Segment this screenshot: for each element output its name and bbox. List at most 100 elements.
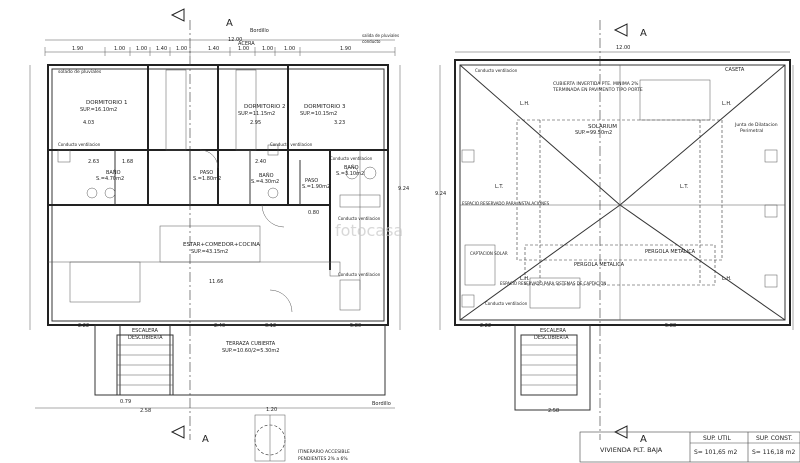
roof-dim-total: 12.00 [616,45,630,51]
note-conducto-3: Conducto ventilacion [330,156,373,161]
room-bano-3-area: S.=3.10m2 [336,171,364,177]
street-label-bottom: Bordillo [372,401,391,407]
drawing-labels: A A A A Bordillo ACERA Bordillo salida d… [58,18,795,462]
room-bano-1: BAÑO [106,169,121,176]
dim-top-5: 1.00 [176,46,187,52]
roof-espacio-1: ESPACIO RESERVADO PARA INSTALACIONES [462,201,550,206]
dim-bottom-1: 2.22 [78,323,89,329]
room-dormitorio-2: DORMITORIO 2 [244,104,285,110]
dim-side-1: 9.24 [398,186,409,192]
dim-inner-3: 3.23 [334,120,345,126]
section-marker-left-top: A [226,18,233,29]
dim-top-3: 1.00 [136,46,147,52]
dim-bottom-2: 2.40 [214,323,225,329]
dim-top-7: 1.00 [238,46,249,52]
roof-lh-2: L.H. [722,101,732,107]
area-table [579,431,800,463]
dim-inner-4: 2.63 [88,159,99,165]
room-dormitorio-3: DORMITORIO 3 [304,104,346,110]
room-bano-3: BAÑO [344,164,359,171]
note-rainwater: salida de pluviales [362,33,399,38]
ground-floor-plan [29,8,401,462]
ramp-label: ITINERARIO ACCESIBLE [298,449,350,455]
note-rainwater-2: conducto [362,39,381,44]
table-header-util: SUP. UTIL [703,435,732,442]
room-bano-2-area: S.=4.30m2 [251,179,279,185]
roof-conducto-2: Conducto ventilacion [485,301,528,306]
street-label-sidewalk: ACERA [238,41,255,47]
table-value-util: S= 101,65 m2 [694,449,737,456]
roof-lh-3: L.H. [520,276,530,282]
room-bano-2: BAÑO [259,172,274,179]
roof-cubierta-note-2: TERMINADA EN PAVIMENTO TIPO PORTE [552,87,643,93]
dim-inner-1: 4.03 [83,120,94,126]
roof-junta: Junta de Dilatacion [734,122,778,128]
roof-dim-side: 9.24 [435,191,446,197]
street-label-top: Bordillo [250,28,269,34]
roof-lh-1: L.H. [520,101,530,107]
table-header-const: SUP. CONST. [756,435,793,442]
note-conducto-1: Conducto ventilacion [58,142,101,147]
dim-total-width: 12.00 [228,37,242,43]
room-paso-1-area: S.=1.80m2 [193,176,221,182]
table-value-const: S= 116,18 m2 [752,449,795,456]
dim-inner-5: 1.68 [122,159,133,165]
dim-inner-7: 11.66 [209,279,223,285]
room-paso-2: PASO [305,178,318,184]
section-marker-left-bottom: A [202,434,209,445]
room-dormitorio-1-area: SUP.=16.10m2 [80,107,117,113]
dim-bottom-5: 0.79 [120,399,131,405]
room-dormitorio-1: DORMITORIO 1 [86,100,127,106]
room-bano-1-area: S.=4.70m2 [96,176,124,182]
note-solado-plavidas: solado de pluviales [58,69,102,75]
roof-escalera-2: DESCUBIERTA [534,335,569,341]
section-marker-right-top: A [640,28,647,39]
dim-bottom-4: 5.80 [350,323,361,329]
roof-solarium-area: SUP.=99.50m2 [575,130,612,136]
roof-espacio-2: ESPACIO RESERVADO PARA SISTEMAS DE CAPTA… [500,281,606,286]
room-escalera: ESCALERA [132,328,158,334]
dim-bottom-6: 2.58 [140,408,151,414]
roof-escalera: ESCALERA [540,328,566,334]
room-escalera-2: DESCUBIERTA [128,335,163,341]
ramp-slope: PENDIENTES 2% a 6% [298,456,348,462]
roof-pergola: PERGOLA METALICA [645,249,696,255]
dim-inner-8: 0.80 [308,210,319,216]
roof-solarium: SOLARIUM [588,124,617,130]
dim-inner-2: 2.95 [250,120,261,126]
table-title: VIVIENDA PLT. BAJA [600,446,663,454]
room-terraza-area: SUP.=10.60/2=5.30m2 [222,348,279,354]
dim-bottom-3: 0.12 [265,323,276,329]
roof-lh-4: L.H. [722,276,732,282]
roof-cubierta-note-1: CUBIERTA INVERTIDA PTE. MINIMA 2% [553,81,639,87]
note-conducto-5: Conducto ventilacion [338,272,381,277]
roof-lt-2: L.T. [680,184,689,190]
roof-plan [439,20,794,440]
dim-top-8: 1.00 [262,46,273,52]
roof-dim-bottom-1: 2.22 [480,323,491,329]
roof-dim-stair: 2.58 [548,408,559,414]
roof-lt-1: L.T. [495,184,504,190]
dim-top-4: 1.40 [156,46,167,52]
room-estar: ESTAR+COMEDOR+COCINA [183,242,260,248]
roof-caseta: CASETA [725,67,745,73]
room-paso-1: PASO [200,170,213,176]
roof-captacion: CAPTACION SOLAR [470,251,508,256]
dim-top-9: 1.00 [284,46,295,52]
note-conducto-4: Conducto ventilacion [338,216,381,221]
ramp-width: 1.20 [266,407,277,413]
section-marker-right-bottom: A [640,434,647,445]
dim-inner-6: 2.40 [255,159,266,165]
dim-top-6: 1.40 [208,46,219,52]
room-terraza: TERRAZA CUBIERTA [225,341,276,347]
roof-dim-bottom-2: 5.88 [665,323,676,329]
dim-top-1: 1.90 [72,46,83,52]
room-dormitorio-2-area: SUP.=11.15m2 [238,111,275,117]
dim-top-2: 1.00 [114,46,125,52]
note-conducto-2: Conducto ventilacion [270,142,313,147]
dim-top-10: 1.90 [340,46,351,52]
roof-pergola-2: PERGOLA METALICA [574,262,625,268]
roof-junta-2: Perimetral [740,128,763,134]
room-estar-area: SUP.=43.15m2 [191,249,228,255]
